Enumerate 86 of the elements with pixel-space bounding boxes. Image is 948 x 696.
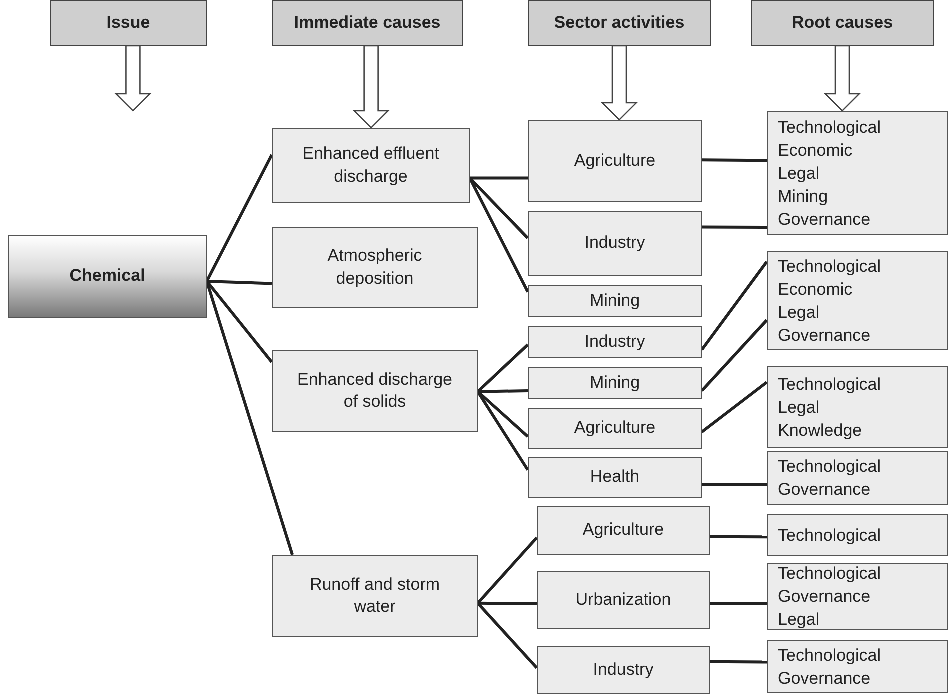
sector-box: [528, 326, 702, 358]
box-text: Industry: [584, 232, 646, 254]
sector-box: [528, 457, 702, 498]
issue-text: Chemical: [70, 265, 146, 288]
cause-text: Economic: [778, 140, 853, 162]
connector-line: [476, 602, 538, 670]
cause-text: Governance: [778, 208, 871, 230]
cause-text: Governance: [778, 479, 871, 501]
sector-box: [537, 571, 710, 629]
column-header: [50, 0, 207, 46]
root-cause-box: [767, 366, 948, 448]
column-header: [751, 0, 934, 46]
block-arrow: [352, 45, 390, 129]
sector-box: [528, 120, 702, 202]
connector-line: [206, 154, 274, 282]
cause-text: Mining: [778, 186, 828, 208]
box-text: Urbanization: [576, 588, 672, 611]
connector-line: [470, 176, 528, 180]
connector-line: [702, 226, 767, 230]
cause-text: Technological: [778, 456, 882, 478]
cause-box: [272, 350, 478, 432]
cause-text: Economic: [778, 278, 853, 300]
cause-text: Legal: [778, 396, 820, 418]
cause-text: Governance: [778, 586, 871, 608]
connector-line: [478, 390, 528, 394]
connector-line: [478, 602, 538, 606]
sector-box: [528, 367, 702, 399]
cause-text: Technological: [778, 116, 882, 138]
connector-line: [710, 602, 767, 606]
sector-box: [537, 646, 710, 694]
header-text: Root causes: [792, 12, 894, 34]
root-cause-box: [767, 251, 948, 350]
connector-line: [702, 158, 768, 162]
sector-box: [537, 506, 710, 555]
connector-line: [476, 536, 538, 604]
box-text: Agriculture: [574, 417, 656, 440]
root-cause-box: [767, 514, 948, 556]
header-text: Sector activities: [554, 12, 685, 34]
block-arrow: [824, 45, 862, 112]
cause-text: Legal: [778, 162, 820, 184]
header-text: Immediate causes: [294, 12, 441, 34]
box-text: Agriculture: [582, 519, 664, 542]
box-text: Enhanced effluent discharge: [302, 143, 440, 188]
connector-line: [702, 483, 767, 487]
box-text: Atmospheric deposition: [326, 245, 424, 290]
connector-line: [710, 535, 767, 539]
box-text: Health: [590, 466, 640, 488]
cause-text: Technological: [778, 563, 882, 585]
root-cause-box: [767, 563, 948, 630]
cause-text: Legal: [778, 302, 820, 324]
root-cause-box: [767, 640, 948, 693]
connector-line: [701, 381, 768, 434]
connector-line: [700, 319, 768, 392]
box-text: Mining: [590, 372, 640, 394]
cause-text: Technological: [778, 374, 882, 396]
box-text: Runoff and storm water: [308, 574, 442, 618]
box-text: Enhanced discharge of solids: [296, 368, 454, 413]
cause-text: Legal: [778, 609, 820, 631]
block-arrow: [600, 45, 638, 121]
cause-text: Technological: [778, 644, 882, 666]
box-text: Mining: [590, 290, 640, 312]
column-header: [528, 0, 711, 46]
root-cause-box: [767, 111, 948, 235]
connector-line: [710, 660, 768, 664]
connector-line: [206, 280, 272, 286]
block-arrow: [114, 45, 152, 112]
sector-box: [528, 285, 702, 317]
connector-line: [476, 344, 530, 393]
cause-box: [272, 555, 478, 637]
header-text: Issue: [106, 12, 150, 34]
connector-line: [700, 261, 768, 351]
column-header: [272, 0, 463, 46]
cause-text: Technological: [778, 256, 882, 278]
cause-text: Governance: [778, 324, 871, 346]
issue-box: [8, 235, 207, 318]
root-cause-box: [767, 451, 948, 505]
box-text: Agriculture: [574, 150, 656, 172]
cause-text: Governance: [778, 668, 871, 690]
box-text: Industry: [593, 658, 654, 681]
cause-box: [272, 128, 470, 203]
sector-box: [528, 408, 702, 449]
cause-box: [272, 227, 478, 308]
sector-box: [528, 211, 702, 276]
cause-text: Technological: [778, 524, 882, 546]
cause-text: Knowledge: [778, 420, 862, 442]
box-text: Industry: [584, 330, 646, 353]
